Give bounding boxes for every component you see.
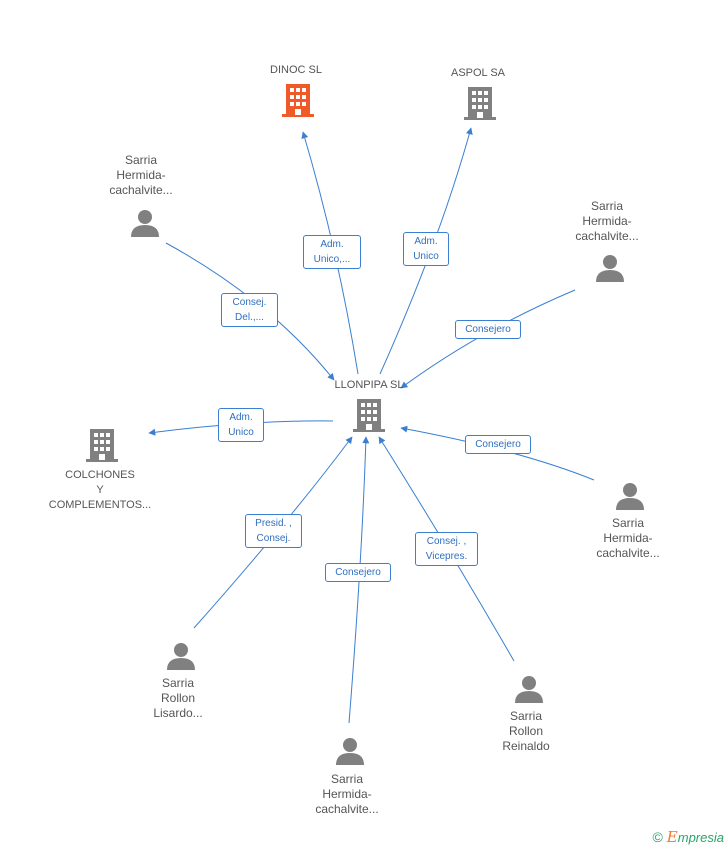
brand-logo-initial: E [666,828,678,846]
person-bottom-label[interactable]: Sarria Hermida- cachalvite... [297,772,397,817]
dinoc-label-line: DINOC SL [270,64,322,76]
role-line: Presid. , [255,518,292,529]
aspol-label[interactable]: ASPOL SA [428,66,528,81]
role-box-bottom-left[interactable]: Presid. , Consej. [245,514,302,548]
person-label-line: Rollon [508,724,544,738]
person-bottom-right-icon[interactable] [515,676,543,703]
llonpipa-building-icon[interactable] [353,399,385,432]
role-line: Del.,... [235,312,264,323]
role-box-bottom[interactable]: Consejero [325,563,391,582]
person-label-line: Hermida- [116,168,166,182]
dinoc-label[interactable]: DINOC SL [246,63,346,78]
colchones-label-line: COMPLEMENTOS... [48,499,152,511]
colchones-label-line: COLCHONES [65,469,135,481]
dinoc-building-icon[interactable] [282,84,314,117]
role-line: Consej. [232,297,267,308]
person-label-line: Hermida- [603,531,653,545]
role-line: Adm. [414,236,438,247]
aspol-label-line: ASPOL SA [450,67,505,79]
person-bottom-left-label[interactable]: Sarria Rollon Lisardo... [128,676,228,721]
person-label-line: Lisardo... [153,706,203,720]
person-top-right-icon[interactable] [596,255,624,282]
role-box-right[interactable]: Consejero [465,435,531,454]
role-box-colchones[interactable]: Adm. Unico [218,408,264,442]
role-box-dinoc[interactable]: Adm. Unico,... [303,235,361,269]
role-line: Consej. [256,533,291,544]
person-label-line: cachalvite... [109,183,173,197]
empresia-footer[interactable]: ©Empresia [652,828,724,846]
person-label-line: Sarria [509,709,542,723]
person-label-line: Sarria [611,516,644,530]
person-top-left-icon[interactable] [131,210,159,237]
llonpipa-label-line: LLONPIPA SL [334,379,404,391]
role-line: Unico [228,427,254,438]
person-label-line: Reinaldo [502,739,550,753]
colchones-building-icon[interactable] [86,429,118,462]
role-line: Consej. , [426,536,467,547]
person-bottom-right-label[interactable]: Sarria Rollon Reinaldo [476,709,576,754]
person-bottom-left-icon[interactable] [167,643,195,670]
role-box-bottom-right[interactable]: Consej. , Vicepres. [415,532,478,566]
colchones-label[interactable]: COLCHONES Y COMPLEMENTOS... [40,468,160,513]
role-line: Adm. [320,239,344,250]
role-line: Vicepres. [425,551,468,562]
person-right-label[interactable]: Sarria Hermida- cachalvite... [578,516,678,561]
role-line: Consejero [335,567,381,578]
copyright-symbol: © [652,829,663,845]
brand-logo-text: mpresia [677,830,724,845]
person-bottom-icon[interactable] [336,738,364,765]
role-line: Consejero [465,324,511,335]
role-box-top-left[interactable]: Consej. Del.,... [221,293,278,327]
role-line: Consejero [475,439,521,450]
role-box-aspol[interactable]: Adm. Unico [403,232,449,266]
person-label-line: Sarria [161,676,194,690]
role-line: Unico [413,251,439,262]
person-label-line: Rollon [160,691,196,705]
role-line: Adm. [229,412,253,423]
person-label-line: cachalvite... [575,229,639,243]
edge-person-top-right [400,289,576,389]
person-label-line: Sarria [590,199,623,213]
llonpipa-label[interactable]: LLONPIPA SL [314,378,424,393]
colchones-label-line: Y [96,484,104,496]
person-label-line: cachalvite... [315,802,379,816]
person-top-left-label[interactable]: Sarria Hermida- cachalvite... [91,153,191,198]
role-line: Unico,... [313,254,351,265]
person-right-icon[interactable] [616,483,644,510]
person-label-line: Hermida- [322,787,372,801]
role-box-top-right[interactable]: Consejero [455,320,521,339]
person-label-line: Sarria [124,153,157,167]
person-label-line: Hermida- [582,214,632,228]
aspol-building-icon[interactable] [464,87,496,120]
person-label-line: cachalvite... [596,546,660,560]
person-label-line: Sarria [330,772,363,786]
person-top-right-label[interactable]: Sarria Hermida- cachalvite... [557,199,657,244]
